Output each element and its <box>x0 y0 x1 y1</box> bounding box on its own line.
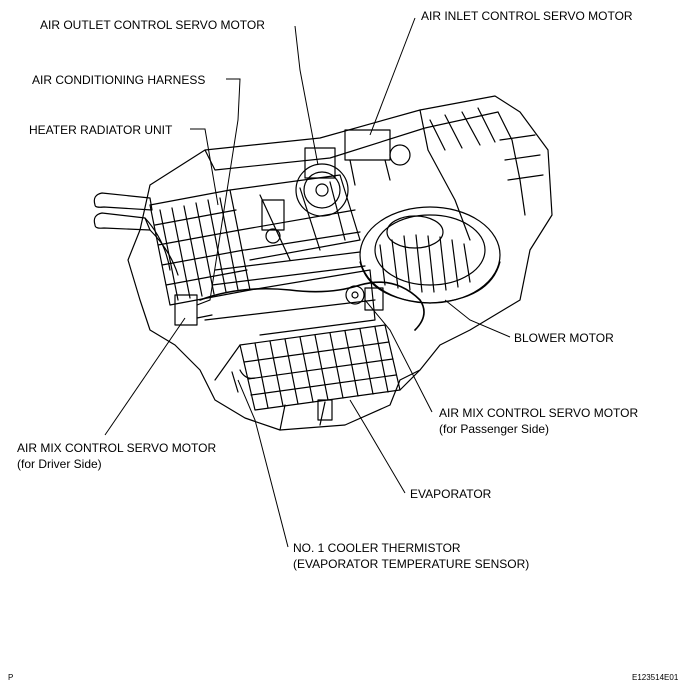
label-air-mix-driver-line2: (for Driver Side) <box>17 457 102 471</box>
blower-motor-drum <box>359 206 501 304</box>
label-air-mix-passenger-line2: (for Passenger Side) <box>439 422 550 436</box>
label-heater-radiator: HEATER RADIATOR UNIT <box>29 123 173 137</box>
leader-air-mix-driver <box>104 317 186 436</box>
leader-air-outlet <box>294 25 319 166</box>
leader-heater-radiator <box>190 128 219 206</box>
label-air-inlet-servo: AIR INLET CONTROL SERVO MOTOR <box>421 9 633 23</box>
leader-ac-harness <box>209 78 241 301</box>
label-air-mix-passenger-line1: AIR MIX CONTROL SERVO MOTOR <box>439 406 639 420</box>
label-thermistor-line1: NO. 1 COOLER THERMISTOR <box>293 541 461 555</box>
label-air-mix-driver-line1: AIR MIX CONTROL SERVO MOTOR <box>17 441 217 455</box>
evaporator-core <box>239 324 401 411</box>
label-evaporator: EVAPORATOR <box>410 487 492 501</box>
figure-code: E123514E01 <box>632 673 679 682</box>
leader-thermistor <box>237 379 289 548</box>
air-outlet-servo-gear <box>295 147 349 217</box>
label-thermistor-line2: (EVAPORATOR TEMPERATURE SENSOR) <box>293 557 530 571</box>
harness-wire <box>199 281 425 331</box>
leader-air-mix-passenger <box>364 299 433 413</box>
leader-evaporator <box>349 399 406 494</box>
label-ac-harness: AIR CONDITIONING HARNESS <box>32 73 206 87</box>
air-mix-driver-servo-body <box>174 294 213 326</box>
leader-air-inlet <box>369 17 416 136</box>
page-mark: P <box>8 673 14 682</box>
leader-blower-motor <box>444 299 511 338</box>
air-mix-passenger-servo-body <box>345 285 384 311</box>
heater-pipe-upper <box>93 192 153 211</box>
air-inlet-servo-body <box>344 129 411 186</box>
housing-outline <box>127 95 553 431</box>
heater-pipe-lower <box>93 212 151 231</box>
label-air-outlet-servo: AIR OUTLET CONTROL SERVO MOTOR <box>40 18 265 32</box>
leader-lines <box>104 17 511 548</box>
label-blower-motor: BLOWER MOTOR <box>514 331 614 345</box>
